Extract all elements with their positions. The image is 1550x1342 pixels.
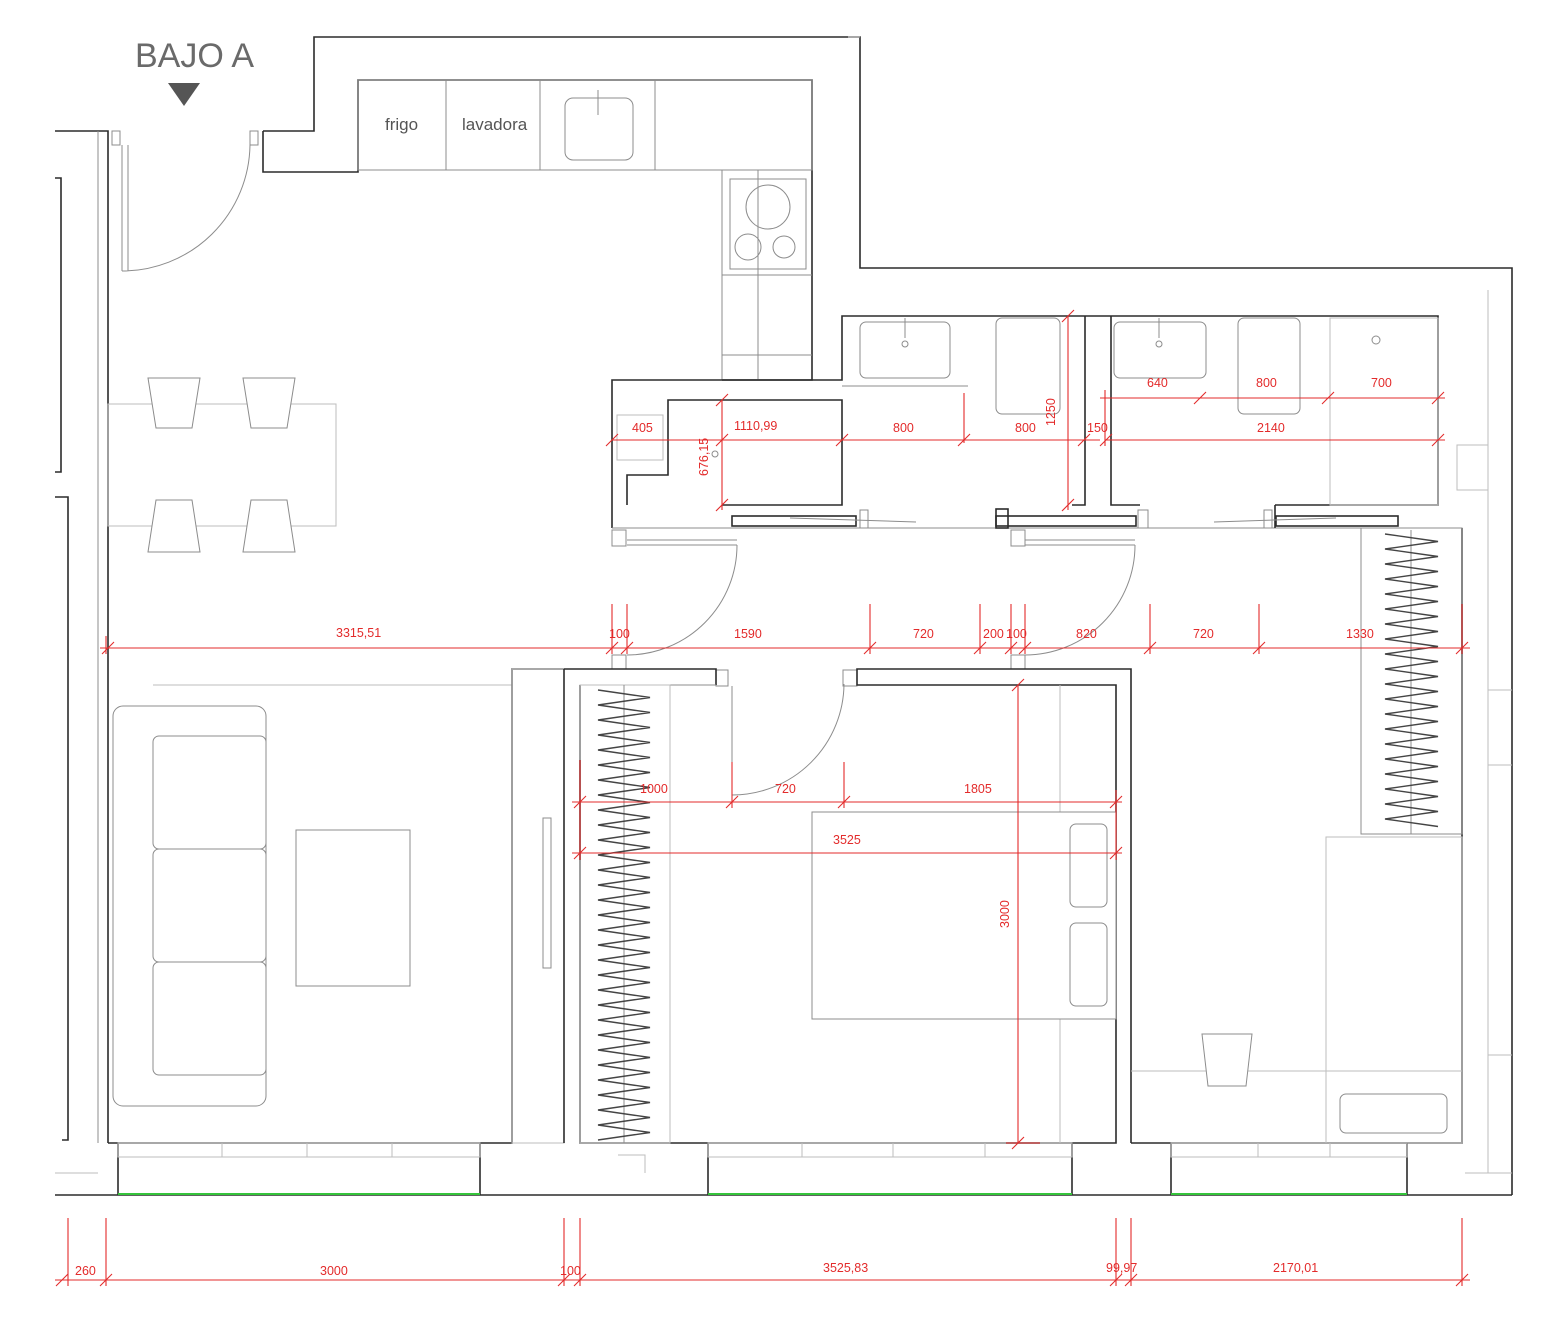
dim-label: 720 <box>1193 627 1214 641</box>
dim-label: 3000 <box>998 900 1012 928</box>
kitchen-counter <box>357 79 813 380</box>
dim-label: 3525 <box>833 833 861 847</box>
chair-icon <box>1201 1033 1253 1087</box>
kitchen-sink-icon <box>564 97 634 161</box>
dim-label: 820 <box>1076 627 1097 641</box>
dim-label: 99,97 <box>1106 1261 1137 1275</box>
dim-label: 720 <box>913 627 934 641</box>
fridge-label: frigo <box>385 115 418 134</box>
hob-icon <box>729 178 807 270</box>
dim-label: 260 <box>75 1264 96 1278</box>
dim-label: 800 <box>1015 421 1036 435</box>
dim-label: 2170,01 <box>1273 1261 1318 1275</box>
bathtub-icon <box>995 317 1061 415</box>
dimension-lines <box>55 309 1470 1287</box>
shower-tray-icon <box>1329 317 1439 506</box>
living-room <box>108 668 565 1144</box>
dim-label: 2140 <box>1257 421 1285 435</box>
dim-label: 100 <box>560 1264 581 1278</box>
dim-label: 1250 <box>1044 398 1058 426</box>
dim-label: 3315,51 <box>336 626 381 640</box>
dim-label: 150 <box>1087 421 1108 435</box>
dim-label: 100 <box>609 627 630 641</box>
dim-label: 1110,99 <box>734 419 777 433</box>
washer-label: lavadora <box>462 115 528 134</box>
dim-label: 1590 <box>734 627 762 641</box>
dim-label: 1330 <box>1346 627 1374 641</box>
corridor-doors <box>611 529 1136 796</box>
entrance-arrow-icon <box>168 83 200 106</box>
entry-door <box>121 144 251 272</box>
dim-label: 1805 <box>964 782 992 796</box>
dim-label: 200 <box>983 627 1004 641</box>
dimension-labels: 405 1110,99 800 800 676,15 1250 150 2140… <box>75 376 1392 1278</box>
washbasin-icon <box>1113 321 1207 379</box>
sliding-doors <box>731 508 1399 529</box>
dim-label: 800 <box>893 421 914 435</box>
toilet-icon <box>1237 317 1301 415</box>
dim-label: 405 <box>632 421 653 435</box>
windows <box>117 1142 1408 1195</box>
outer-walls <box>55 36 1513 1196</box>
dim-label: 640 <box>1147 376 1168 390</box>
dim-label: 700 <box>1371 376 1392 390</box>
dim-label: 676,15 <box>697 438 711 476</box>
bedroom <box>563 668 1132 1144</box>
dim-label: 100 <box>1006 627 1027 641</box>
bed-icon <box>811 811 1117 1020</box>
wardrobe-hangers <box>597 530 1439 1143</box>
dim-label: 3000 <box>320 1264 348 1278</box>
dim-label: 1000 <box>640 782 668 796</box>
dim-label: 800 <box>1256 376 1277 390</box>
coffee-table <box>295 829 411 987</box>
dim-label: 3525,83 <box>823 1261 868 1275</box>
bathroom-fixtures <box>616 317 1439 506</box>
desk-icon <box>1339 1093 1448 1134</box>
dim-label: 720 <box>775 782 796 796</box>
dining-table <box>107 377 337 553</box>
unit-title: BAJO A <box>135 37 254 75</box>
